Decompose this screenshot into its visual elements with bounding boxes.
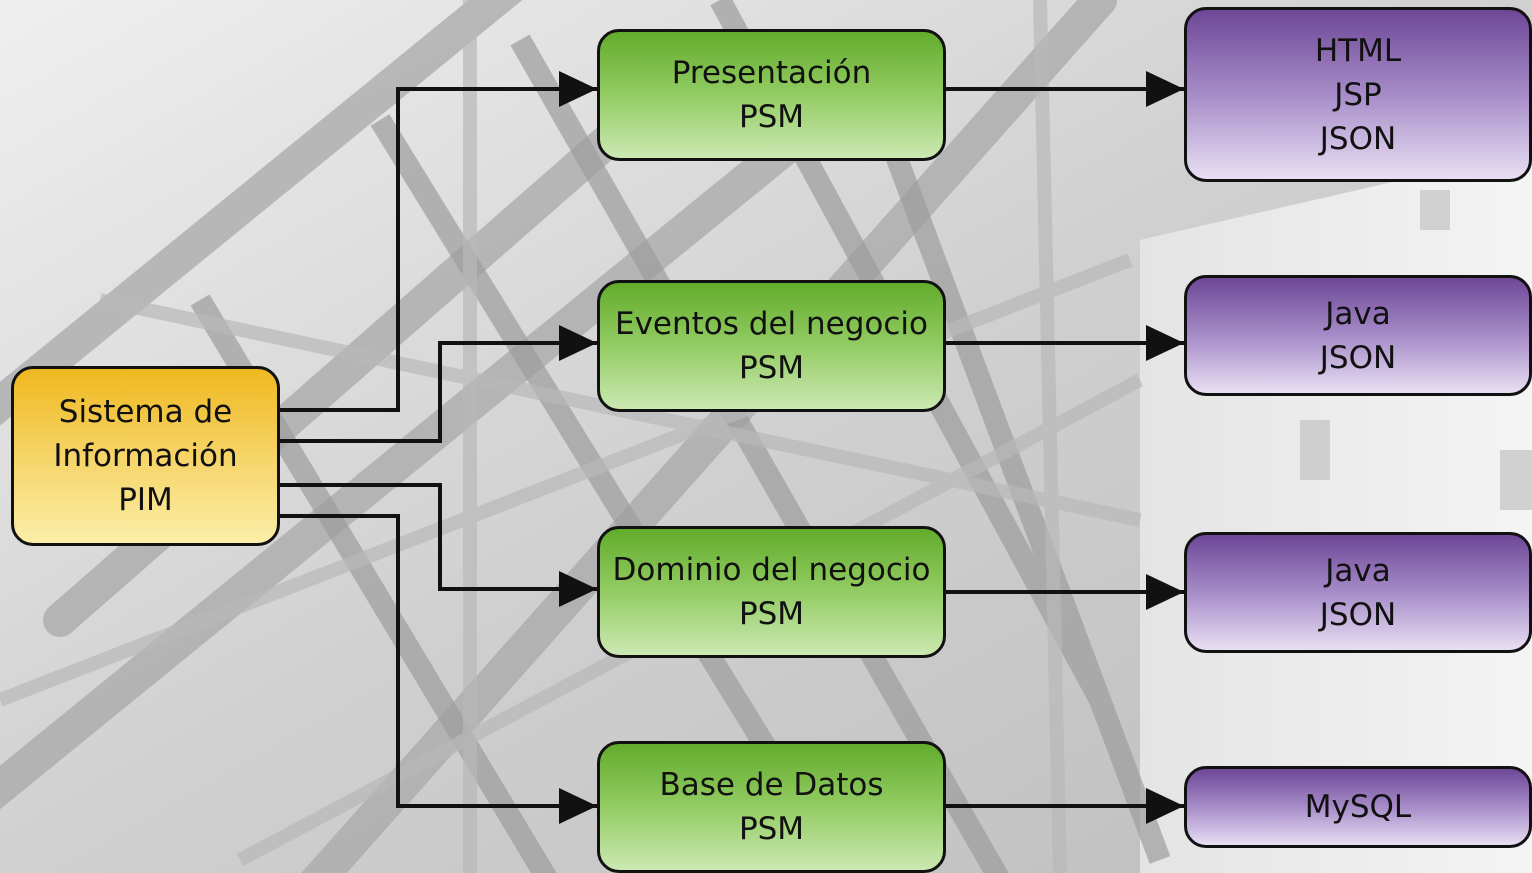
tech-label-line: JSON: [1319, 339, 1397, 376]
pim-label-line: Información: [53, 438, 238, 474]
psm-label-line: PSM: [738, 99, 805, 135]
psm-label-line: Base de Datos: [659, 767, 884, 803]
pim-node: Sistema de Información PIM: [11, 366, 280, 546]
psm-node-eventos-negocio: Eventos del negocio PSM: [597, 280, 946, 412]
connector-pim-to-presentacion: [279, 71, 597, 412]
tech-label-line: Java: [1325, 552, 1391, 589]
tech-label-line: JSP: [1334, 76, 1382, 113]
psm-label-line: Eventos del negocio: [615, 306, 928, 342]
tech-node-dominio: Java JSON: [1184, 532, 1532, 653]
connector-pim-to-dominio: [279, 483, 597, 607]
psm-label-line: Presentación: [671, 55, 872, 91]
psm-label-line: Dominio del negocio: [612, 552, 931, 588]
psm-label-line: PSM: [738, 596, 805, 632]
psm-label-line: PSM: [738, 350, 805, 386]
connector-pim-to-base-datos: [279, 514, 597, 824]
tech-node-base-datos: MySQL: [1184, 766, 1532, 848]
pim-label-line: Sistema de: [58, 394, 233, 430]
psm-label-line: PSM: [738, 811, 805, 847]
tech-label-line: JSON: [1319, 120, 1397, 157]
pim-label-line: PIM: [118, 482, 173, 518]
psm-node-base-datos: Base de Datos PSM: [597, 741, 946, 873]
connector-pim-to-eventos: [279, 325, 597, 443]
tech-label-line: HTML: [1314, 32, 1402, 69]
tech-label-line: MySQL: [1304, 789, 1412, 825]
tech-node-eventos: Java JSON: [1184, 275, 1532, 396]
psm-node-dominio-negocio: Dominio del negocio PSM: [597, 526, 946, 658]
psm-node-presentacion: Presentación PSM: [597, 29, 946, 161]
tech-label-line: JSON: [1319, 596, 1397, 633]
tech-label-line: Java: [1325, 295, 1391, 332]
tech-node-presentacion: HTML JSP JSON: [1184, 7, 1532, 182]
